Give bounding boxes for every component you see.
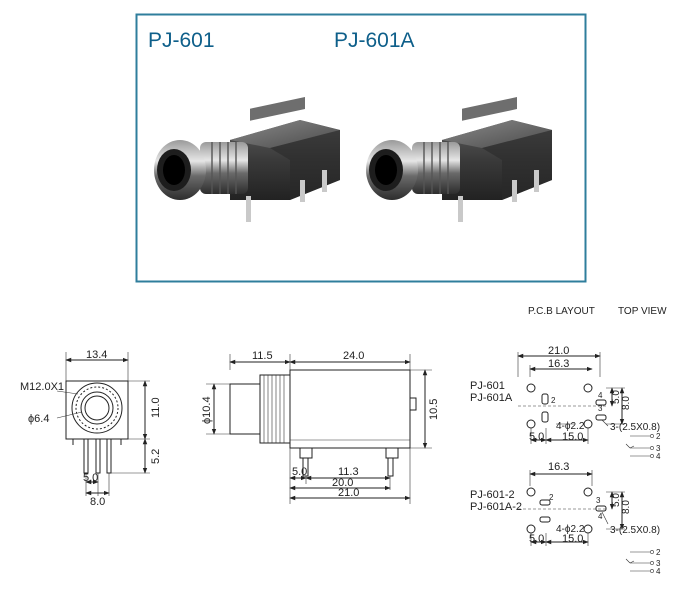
body-height-dim: 10.5 bbox=[428, 399, 440, 420]
pcb-h-8: 8.0 bbox=[621, 396, 632, 410]
schem2-4: 4 bbox=[656, 567, 661, 576]
hole-spec-2: 4-ϕ2.2 bbox=[556, 524, 585, 535]
top-view-header: TOP VIEW bbox=[618, 306, 667, 317]
pcb2-h-5: 5.0 bbox=[611, 493, 622, 507]
pcb-width-inner: 16.3 bbox=[548, 358, 569, 370]
pin-span-dim: 8.0 bbox=[90, 496, 105, 508]
pcb2-h-8: 8.0 bbox=[621, 500, 632, 514]
schem-2: 2 bbox=[656, 432, 661, 441]
pcb-bottom-mid: 15.0 bbox=[562, 431, 583, 443]
pin-label-4: 4 bbox=[598, 391, 603, 400]
slot-spec: 3-(2.5X0.8) bbox=[610, 422, 660, 433]
pcb-width-total: 21.0 bbox=[548, 345, 569, 357]
hole-spec: 4-ϕ2.2 bbox=[556, 421, 585, 432]
body-length-dim: 24.0 bbox=[343, 350, 364, 362]
schem-3: 3 bbox=[656, 444, 661, 453]
front-view bbox=[56, 352, 150, 496]
pcb-layout-header: P.C.B LAYOUT bbox=[528, 306, 595, 317]
pcb-bottom-left: 5.0 bbox=[529, 431, 544, 443]
model-pj-601-2: PJ-601-2 bbox=[470, 489, 515, 501]
model-pj-601a-2: PJ-601A-2 bbox=[470, 501, 522, 513]
pcb-layout-top bbox=[517, 352, 654, 458]
label-pj-601: PJ-601 bbox=[148, 29, 215, 52]
label-pj-601a: PJ-601A bbox=[334, 29, 415, 52]
front-height-dim: 11.0 bbox=[150, 397, 162, 418]
pin-height-dim: 5.2 bbox=[150, 449, 162, 464]
schem2-2: 2 bbox=[656, 548, 661, 557]
side-dim-20: 20.0 bbox=[332, 477, 353, 489]
model-pj-601a: PJ-601A bbox=[470, 392, 513, 404]
side-dim-5: 5.0 bbox=[292, 466, 307, 478]
thread-spec: M12.0X1 bbox=[20, 381, 64, 393]
pin-label-3: 3 bbox=[598, 404, 603, 413]
schem-4: 4 bbox=[656, 452, 661, 461]
side-dim-21: 21.0 bbox=[338, 487, 359, 499]
front-width-dim: 13.4 bbox=[86, 349, 107, 361]
pcb-layout-bottom bbox=[518, 470, 654, 573]
pin2-label-2: 2 bbox=[549, 493, 554, 502]
pin2-label-4: 4 bbox=[598, 512, 603, 521]
pin2-label-3: 3 bbox=[596, 496, 601, 505]
bore-diameter: ϕ6.4 bbox=[28, 413, 49, 425]
side-view bbox=[206, 354, 432, 504]
pcb-h-5: 5.0 bbox=[611, 390, 622, 404]
neck-diameter-dim: ϕ10.4 bbox=[201, 396, 213, 424]
slot-spec-2: 3-(2.5X0.8) bbox=[610, 525, 660, 536]
pcb2-bottom-mid: 15.0 bbox=[562, 533, 583, 545]
model-pj-601: PJ-601 bbox=[470, 380, 505, 392]
pcb2-bottom-left: 5.0 bbox=[529, 533, 544, 545]
nut-length-dim: 11.5 bbox=[252, 350, 273, 362]
schem2-3: 3 bbox=[656, 559, 661, 568]
side-dim-11-3: 11.3 bbox=[338, 466, 359, 478]
pin-pitch-dim: 5.0 bbox=[83, 472, 98, 484]
pin-label-2: 2 bbox=[551, 396, 556, 405]
pcb2-width-inner: 16.3 bbox=[548, 461, 569, 473]
